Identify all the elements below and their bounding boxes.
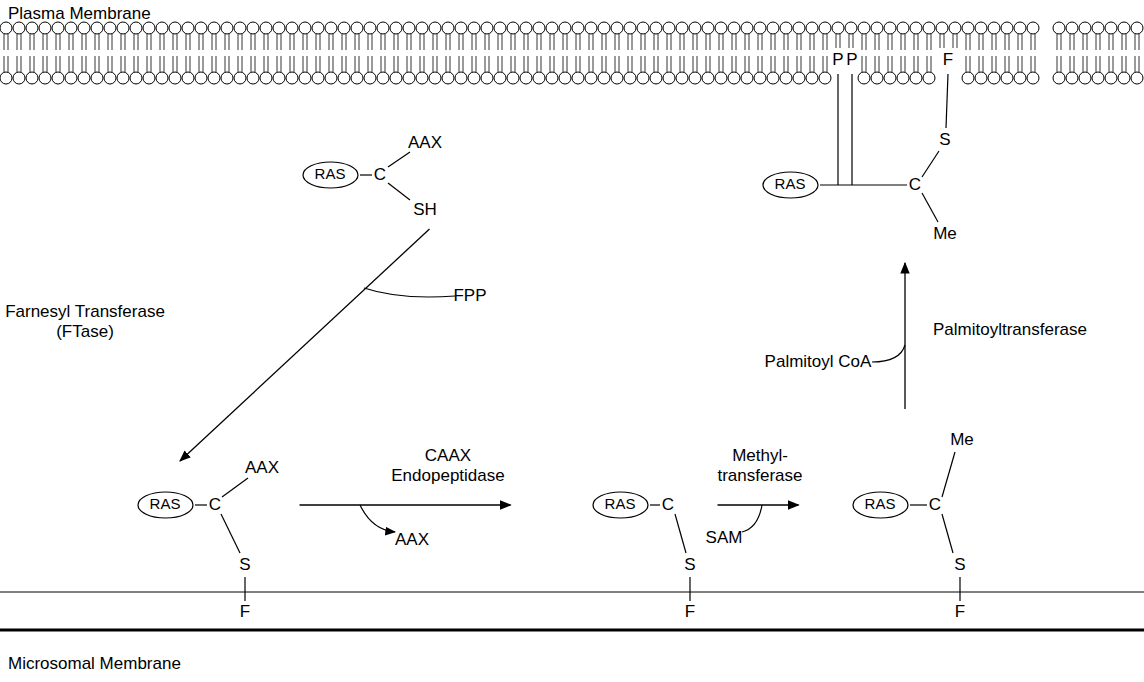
label: S bbox=[939, 130, 950, 150]
protein-ellipse: RAS bbox=[762, 171, 819, 199]
protein-ellipse: RAS bbox=[137, 491, 194, 519]
label: SH bbox=[413, 200, 437, 220]
label: Palmitoyl CoA bbox=[765, 352, 872, 372]
protein-name: RAS bbox=[852, 491, 909, 517]
reaction-arrow bbox=[904, 263, 905, 409]
label: S bbox=[684, 555, 695, 575]
label: Me bbox=[933, 224, 957, 244]
label: C bbox=[374, 165, 386, 185]
label: AAX bbox=[395, 530, 429, 550]
microsomal-membrane-line bbox=[0, 629, 1144, 632]
label: F bbox=[943, 50, 953, 70]
reaction-arrow bbox=[180, 229, 430, 461]
label: Microsomal Membrane bbox=[8, 654, 181, 674]
label: C bbox=[929, 495, 941, 515]
label: CAAX Endopeptidase bbox=[386, 446, 511, 486]
protein-name: RAS bbox=[137, 491, 194, 517]
label: Methyl- transferase bbox=[710, 446, 810, 486]
label: Farnesyl Transferase (FTase) bbox=[0, 302, 170, 342]
label: F bbox=[240, 602, 250, 622]
label: P bbox=[846, 50, 857, 70]
label: SAM bbox=[706, 528, 743, 548]
protein-name: RAS bbox=[592, 491, 649, 517]
protein-name: RAS bbox=[302, 161, 359, 187]
label: AAX bbox=[245, 458, 279, 478]
protein-ellipse: RAS bbox=[592, 491, 649, 519]
protein-name: RAS bbox=[762, 171, 819, 197]
label: C bbox=[662, 495, 674, 515]
label: C bbox=[909, 175, 921, 195]
lipid-bilayer bbox=[0, 22, 1143, 84]
reaction-arrow bbox=[300, 504, 511, 505]
label: Palmitoyltransferase bbox=[933, 320, 1087, 340]
label: S bbox=[239, 555, 250, 575]
bonds bbox=[195, 74, 960, 601]
label: F bbox=[685, 602, 695, 622]
label: C bbox=[209, 495, 221, 515]
reaction-arrow bbox=[718, 504, 799, 505]
label: Plasma Membrane bbox=[8, 4, 151, 24]
label: AAX bbox=[408, 133, 442, 153]
label: FPP bbox=[453, 286, 486, 306]
label: F bbox=[955, 602, 965, 622]
label: Me bbox=[950, 430, 974, 450]
label: P bbox=[832, 50, 843, 70]
microsomal-membrane-line bbox=[0, 592, 1144, 593]
protein-ellipse: RAS bbox=[852, 491, 909, 519]
protein-ellipse: RAS bbox=[302, 161, 359, 189]
label: S bbox=[954, 555, 965, 575]
